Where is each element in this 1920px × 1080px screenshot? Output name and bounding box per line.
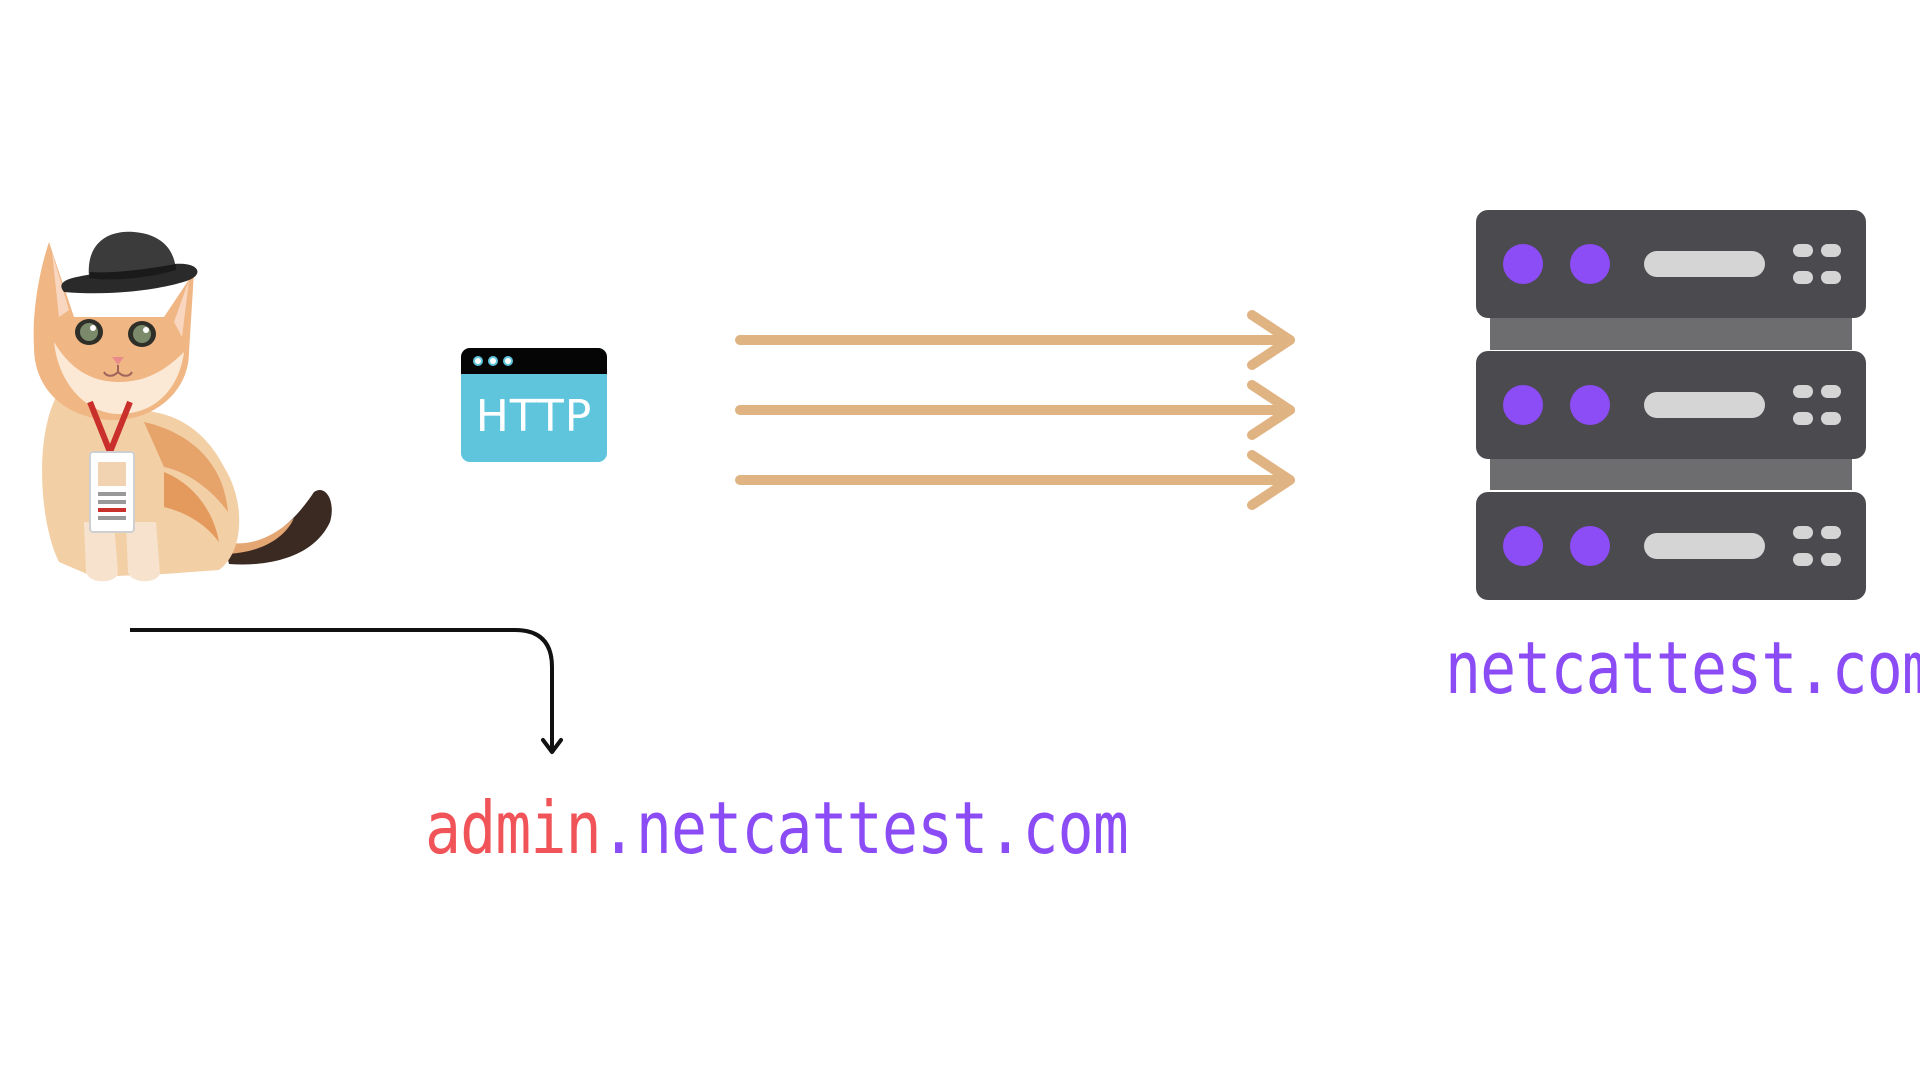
browser-window-titlebar xyxy=(461,348,607,374)
http-badge: HTTP xyxy=(461,348,607,462)
subdomain-base: .netcattest.com xyxy=(600,786,1129,870)
server-unit xyxy=(1476,492,1866,600)
window-dot-icon xyxy=(473,356,483,366)
request-arrow xyxy=(735,380,1295,440)
request-arrow xyxy=(735,450,1295,510)
server-unit xyxy=(1476,351,1866,459)
window-dot-icon xyxy=(503,356,513,366)
server-domain-label: netcattest.com xyxy=(1445,626,1920,710)
server-unit xyxy=(1476,210,1866,318)
server-rack-icon xyxy=(1476,210,1866,600)
subdomain-label: admin.netcattest.com xyxy=(425,786,1129,870)
request-arrows xyxy=(735,310,1295,510)
http-label: HTTP xyxy=(475,391,593,442)
request-arrow xyxy=(735,310,1295,370)
subdomain-connector-arrow xyxy=(130,628,563,754)
subdomain-prefix: admin xyxy=(425,786,602,870)
window-dot-icon xyxy=(488,356,498,366)
hacker-cat-icon xyxy=(33,231,332,582)
